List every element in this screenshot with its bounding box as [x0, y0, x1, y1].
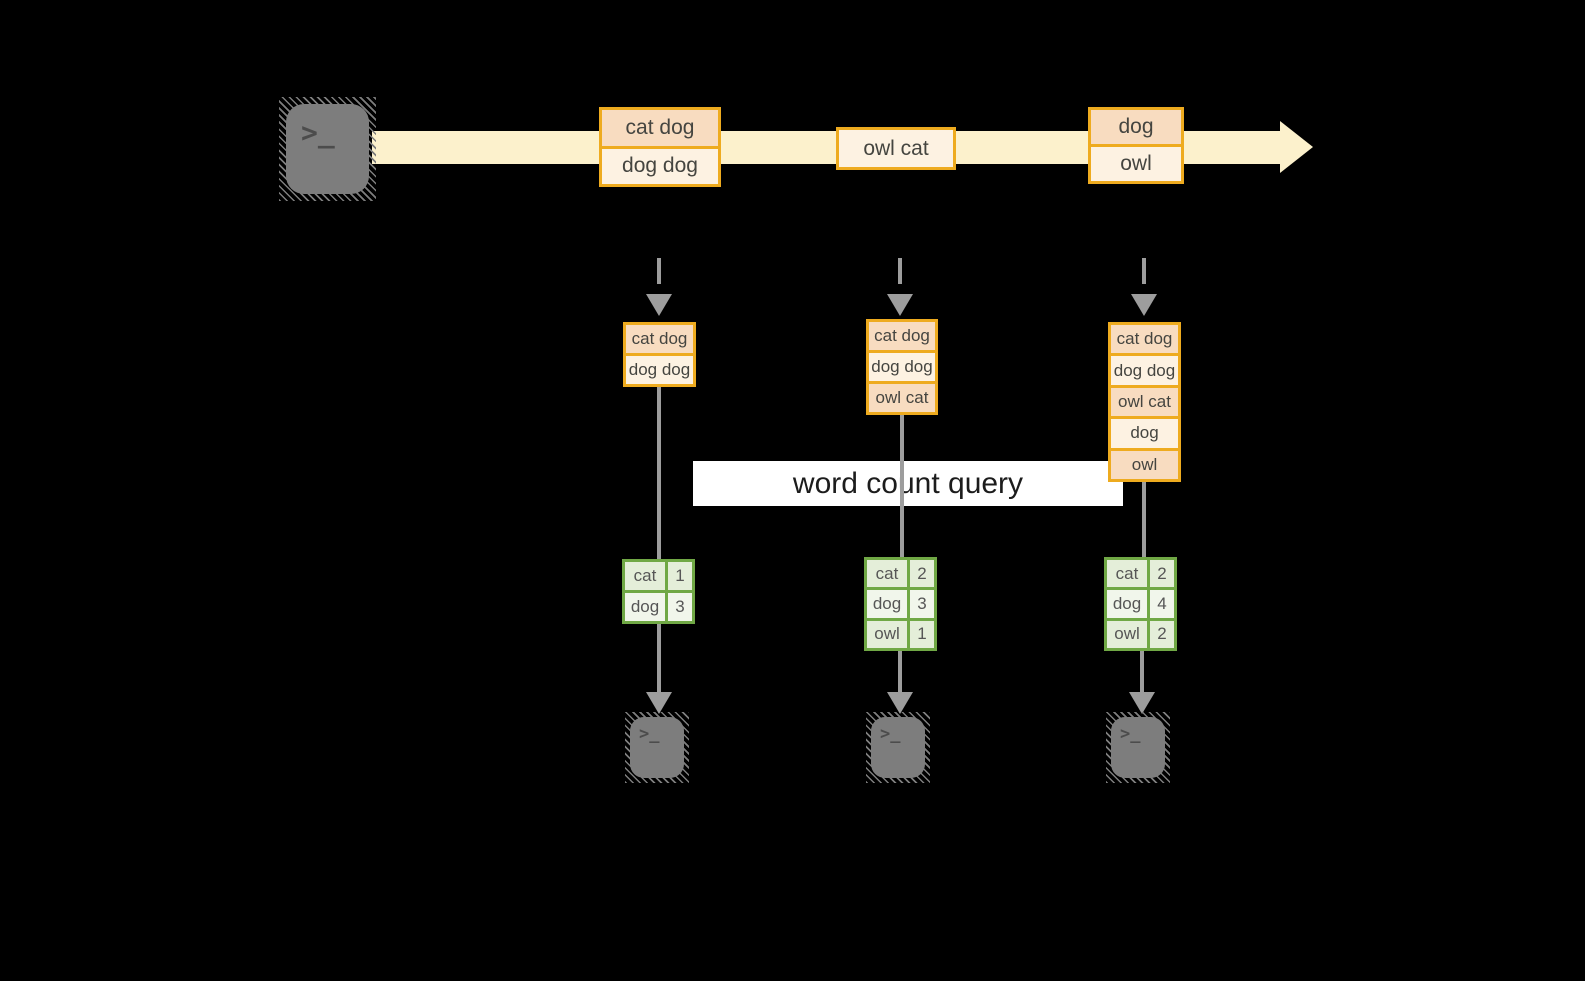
word-cell: dog [625, 593, 665, 621]
terminal-sink-icon: >_ [1106, 712, 1170, 783]
stream-record: cat dog [602, 110, 718, 146]
connector-line [1142, 480, 1146, 558]
buffered-record: cat dog [626, 325, 693, 353]
dashed-arrow-stem [657, 258, 661, 284]
terminal-body [630, 717, 684, 778]
word-cell: cat [625, 562, 665, 590]
terminal-prompt-glyph: >_ [1120, 724, 1141, 744]
buffered-record: dog dog [626, 353, 693, 384]
stream-record: dog [1091, 110, 1181, 144]
count-cell: 1 [910, 620, 934, 648]
sink-arrow-stem [898, 651, 902, 692]
sink-arrow-head-icon [646, 692, 672, 714]
dashed-arrow-stem [1142, 258, 1146, 284]
stream-record: owl [1091, 144, 1181, 181]
buffered-record: dog [1111, 416, 1178, 448]
count-cell: 2 [1150, 560, 1174, 588]
query-label: word count query [693, 461, 1123, 506]
sink-arrow-head-icon [1129, 692, 1155, 714]
sink-arrow-stem [657, 624, 661, 692]
word-cell: owl [1107, 620, 1147, 648]
count-cell: 2 [1150, 620, 1174, 648]
count-cell: 4 [1150, 590, 1174, 618]
terminal-source-icon: >_ [279, 97, 376, 201]
count-cell: 3 [668, 593, 692, 621]
stream-record: dog dog [602, 145, 718, 184]
terminal-body [871, 717, 925, 778]
stream-arrowhead-icon [1280, 121, 1313, 173]
connector-line [657, 385, 661, 560]
count-cell: 2 [910, 560, 934, 588]
word-cell: cat [867, 560, 907, 588]
terminal-prompt-glyph: >_ [639, 724, 660, 744]
count-cell: 1 [668, 562, 692, 590]
buffered-record: owl [1111, 447, 1178, 480]
buffered-record: dog dog [869, 350, 935, 381]
word-cell: dog [1107, 590, 1147, 618]
terminal-body [286, 104, 369, 194]
sink-arrow-stem [1140, 651, 1144, 692]
buffered-record: cat dog [869, 322, 935, 350]
buffered-record: dog dog [1111, 353, 1178, 385]
count-cell: 3 [910, 590, 934, 618]
sink-arrow-head-icon [887, 692, 913, 714]
buffered-record: cat dog [1111, 325, 1178, 354]
terminal-sink-icon: >_ [625, 712, 689, 783]
terminal-body [1111, 717, 1165, 778]
dashed-arrow-stem [898, 258, 902, 284]
word-cell: cat [1107, 560, 1147, 588]
stream-record: owl cat [839, 130, 953, 167]
stream-batch-2: owl cat [836, 127, 956, 170]
connector-line [900, 413, 904, 558]
word-cell: dog [867, 590, 907, 618]
dashed-arrow-head-icon [646, 294, 672, 316]
word-cell: owl [867, 620, 907, 648]
dashed-arrow-head-icon [887, 294, 913, 316]
dashed-arrow-head-icon [1131, 294, 1157, 316]
terminal-sink-icon: >_ [866, 712, 930, 783]
buffered-record: owl cat [1111, 384, 1178, 417]
buffered-record: owl cat [869, 381, 935, 412]
terminal-prompt-glyph: >_ [301, 116, 335, 149]
terminal-prompt-glyph: >_ [880, 724, 901, 744]
